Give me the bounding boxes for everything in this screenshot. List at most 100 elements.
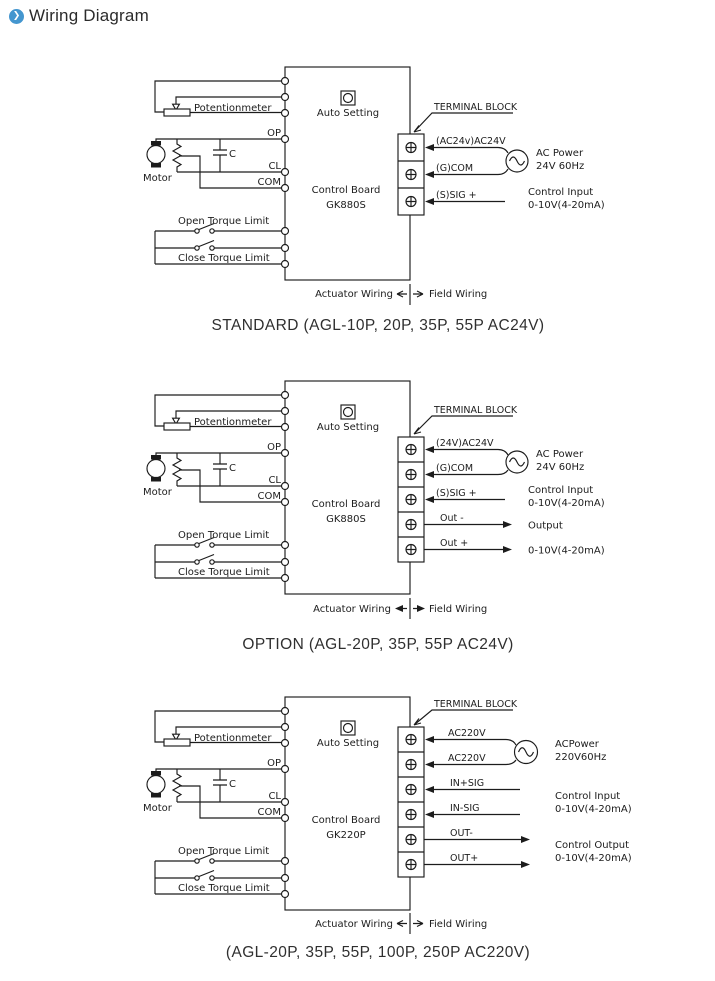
- potentiometer-label: Potentionmeter: [194, 103, 272, 114]
- wiring-boundary: [395, 598, 425, 619]
- open-torque-label: Open Torque Limit: [178, 216, 269, 227]
- power-note: 220V60Hz: [555, 752, 606, 763]
- actuator-circuit: [146, 66, 411, 281]
- terminal-block-label: TERMINAL BLOCK: [433, 699, 518, 710]
- board-name: Control Board: [312, 185, 381, 196]
- potentiometer-label: Potentionmeter: [194, 417, 272, 428]
- terminal-row-label: (24V)AC24V: [436, 438, 494, 449]
- terminal-row-label: (G)COM: [436, 463, 473, 474]
- com-terminal-label: COM: [258, 177, 281, 188]
- cl-terminal-label: CL: [268, 161, 281, 172]
- terminal-row-label: (AC24v)AC24V: [436, 136, 506, 147]
- terminal-block: [397, 415, 513, 563]
- screw-terminal-icon: [405, 543, 417, 556]
- actuator-wiring-label: Actuator Wiring: [315, 919, 393, 930]
- op-terminal-label: OP: [267, 758, 281, 769]
- close-torque-label: Close Torque Limit: [178, 567, 270, 578]
- op-terminal-label: OP: [267, 442, 281, 453]
- capacitor-label: C: [229, 463, 236, 474]
- board-name: Control Board: [312, 815, 381, 826]
- field-wiring-lines: [424, 736, 539, 868]
- auto-setting-label: Auto Setting: [317, 422, 379, 433]
- terminal-row-label: Out +: [440, 538, 468, 549]
- wiring-boundary: [396, 913, 424, 934]
- page-title: Wiring Diagram: [29, 6, 149, 25]
- screw-terminal-icon: [405, 833, 417, 846]
- terminal-row-label: AC220V: [448, 753, 486, 764]
- input-note: Control Input: [528, 187, 593, 198]
- field-wiring-label: Field Wiring: [429, 919, 487, 930]
- field-wiring-lines: [425, 144, 529, 205]
- potentiometer-label: Potentionmeter: [194, 733, 272, 744]
- open-torque-label: Open Torque Limit: [178, 530, 269, 541]
- input-note: 0-10V(4-20mA): [528, 200, 605, 211]
- input-note: 0-10V(4-20mA): [555, 804, 632, 815]
- screw-terminal-icon: [405, 168, 417, 181]
- field-wiring-lines: [424, 446, 529, 553]
- terminal-row-label: OUT-: [450, 828, 473, 839]
- op-terminal-label: OP: [267, 128, 281, 139]
- terminal-block-label: TERMINAL BLOCK: [433, 405, 518, 416]
- field-wiring-label: Field Wiring: [429, 604, 487, 615]
- terminal-row-label: (S)SIG +: [436, 488, 477, 499]
- power-note: ACPower: [555, 739, 600, 750]
- terminal-row-label: IN+SIG: [450, 778, 484, 789]
- diagram-option: Potentionmeter Motor C OP CL COM Open To…: [143, 380, 605, 653]
- page-header: ❯ Wiring Diagram: [9, 6, 149, 26]
- diagram-ac220v: Potentionmeter Motor C OP CL COM Open To…: [143, 696, 632, 961]
- auto-setting-label: Auto Setting: [317, 108, 379, 119]
- section-bullet-icon: ❯: [9, 8, 24, 24]
- motor-label: Motor: [143, 173, 173, 184]
- power-note: AC Power: [536, 148, 584, 159]
- terminal-block: [397, 112, 513, 216]
- ac-source-icon: [505, 450, 529, 474]
- screw-terminal-icon: [405, 518, 417, 531]
- board-name: Control Board: [312, 499, 381, 510]
- terminal-block: [397, 709, 513, 878]
- field-wiring-label: Field Wiring: [429, 289, 487, 300]
- terminal-block-label: TERMINAL BLOCK: [433, 102, 518, 113]
- close-torque-label: Close Torque Limit: [178, 253, 270, 264]
- terminal-row-label: IN-SIG: [450, 803, 480, 814]
- open-torque-label: Open Torque Limit: [178, 846, 269, 857]
- power-note: AC Power: [536, 449, 584, 460]
- cl-terminal-label: CL: [268, 791, 281, 802]
- power-note: 24V 60Hz: [536, 462, 584, 473]
- screw-terminal-icon: [405, 468, 417, 481]
- auto-setting-label: Auto Setting: [317, 738, 379, 749]
- input-note: Control Input: [528, 485, 593, 496]
- screw-terminal-icon: [405, 783, 417, 796]
- output-note: 0-10V(4-20mA): [528, 546, 605, 557]
- terminal-row-label: (S)SIG +: [436, 190, 477, 201]
- screw-terminal-icon: [405, 443, 417, 456]
- terminal-row-label: OUT+: [450, 853, 478, 864]
- power-note: 24V 60Hz: [536, 161, 584, 172]
- screw-terminal-icon: [405, 758, 417, 771]
- actuator-wiring-label: Actuator Wiring: [313, 604, 391, 615]
- diagram-standard: Potentionmeter Motor C OP CL COM Open To…: [143, 66, 605, 334]
- input-note: Control Input: [555, 791, 620, 802]
- motor-label: Motor: [143, 803, 173, 814]
- screw-terminal-icon: [405, 733, 417, 746]
- caption: STANDARD (AGL-10P, 20P, 35P, 55P AC24V): [212, 317, 545, 334]
- screw-terminal-icon: [405, 493, 417, 506]
- screw-terminal-icon: [405, 858, 417, 871]
- board-model: GK880S: [326, 514, 366, 525]
- terminal-row-label: AC220V: [448, 728, 486, 739]
- close-torque-label: Close Torque Limit: [178, 883, 270, 894]
- capacitor-label: C: [229, 779, 236, 790]
- screw-terminal-icon: [405, 808, 417, 821]
- capacitor-label: C: [229, 149, 236, 160]
- output-note: 0-10V(4-20mA): [555, 853, 632, 864]
- screw-terminal-icon: [405, 141, 417, 154]
- com-terminal-label: COM: [258, 807, 281, 818]
- terminal-row-label: Out -: [440, 513, 464, 524]
- output-note: Control Output: [555, 840, 629, 851]
- motor-label: Motor: [143, 487, 173, 498]
- ac-source-icon: [513, 739, 539, 765]
- terminal-row-label: (G)COM: [436, 163, 473, 174]
- wiring-boundary: [396, 284, 424, 305]
- actuator-wiring-label: Actuator Wiring: [315, 289, 393, 300]
- caption: OPTION (AGL-20P, 35P, 55P AC24V): [242, 636, 513, 653]
- board-model: GK220P: [326, 830, 365, 841]
